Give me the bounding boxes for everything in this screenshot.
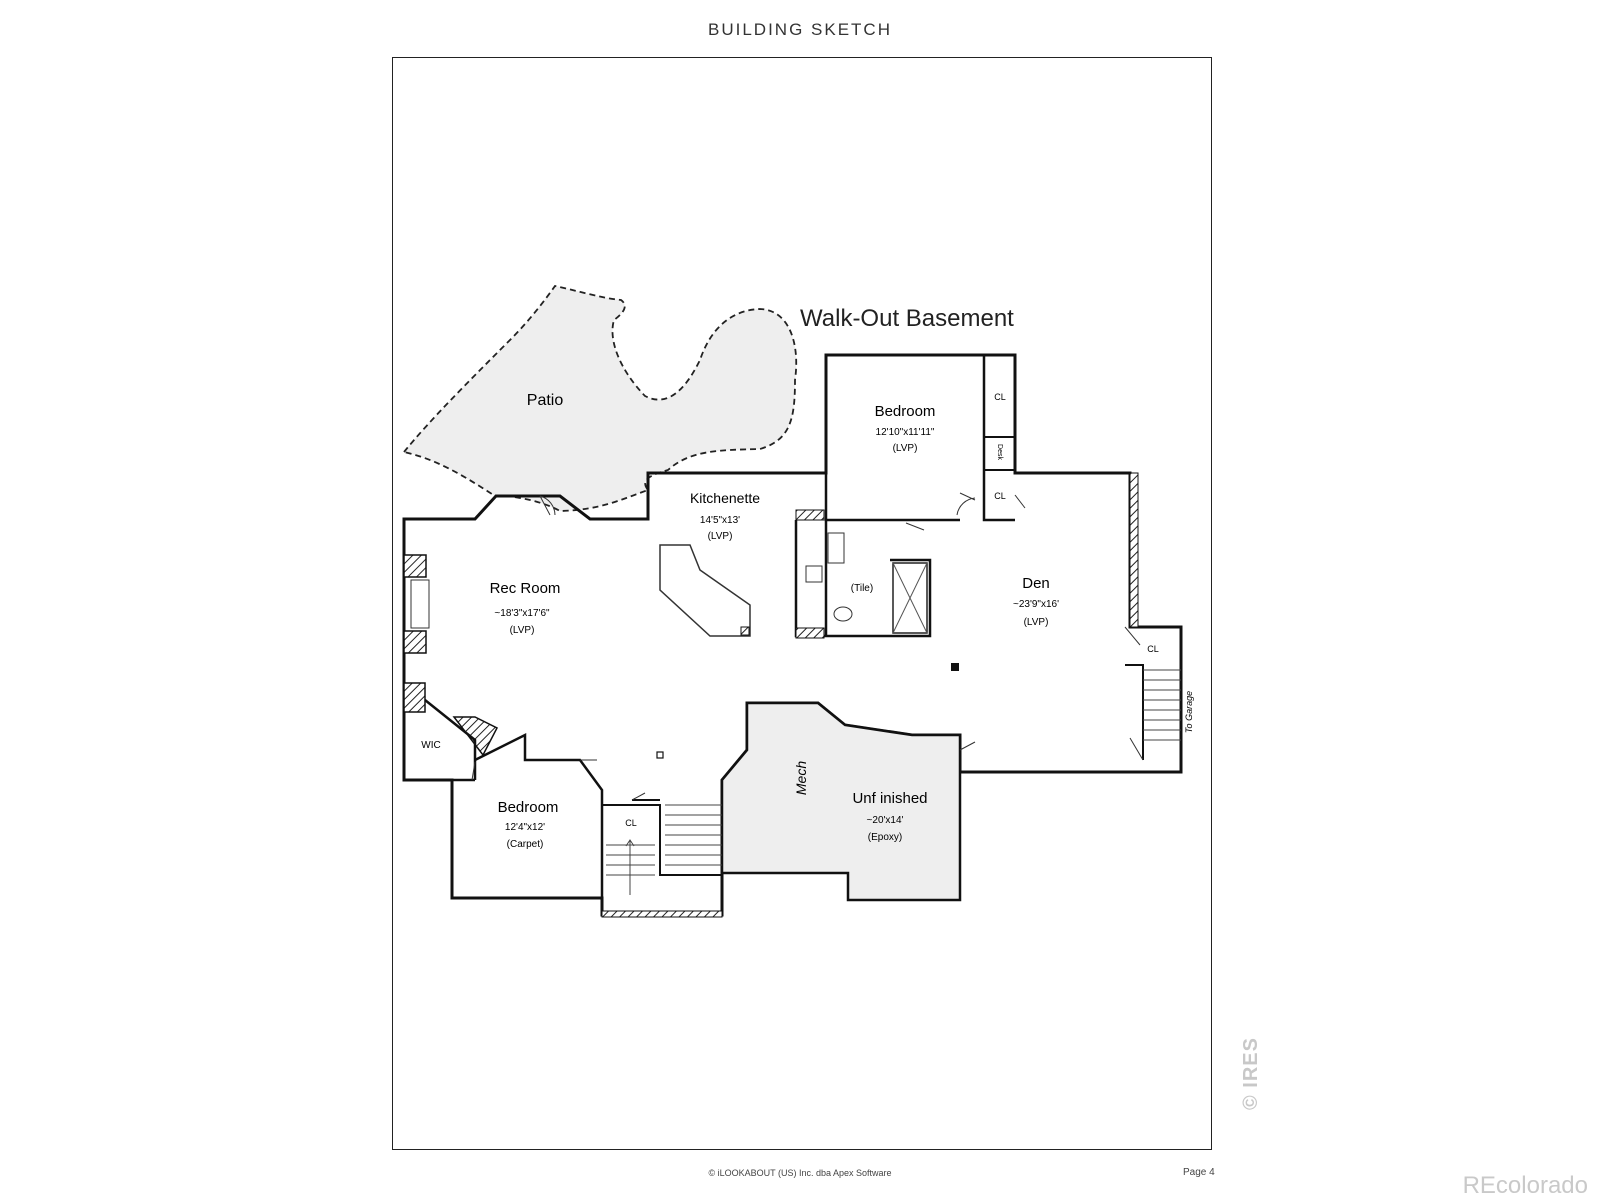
- footer-copyright: © iLOOKABOUT (US) Inc. dba Apex Software: [708, 1168, 892, 1178]
- bedroom-lower-size: 12'4"x12': [505, 822, 545, 833]
- den-floor: (LVP): [1024, 617, 1049, 628]
- cl-top-label: CL: [994, 392, 1006, 402]
- rec-room-label: Rec Room: [490, 580, 561, 597]
- bedroom-lower-label: Bedroom: [498, 799, 559, 816]
- kitchenette-floor: (LVP): [708, 531, 733, 542]
- mech-label: Mech: [793, 761, 809, 795]
- wic-walls: [424, 699, 477, 782]
- bedroom-lower-walls: [474, 732, 604, 898]
- unfinished-floor: (Epoxy): [868, 832, 902, 843]
- recolorado-watermark: REcolorado: [1462, 1172, 1588, 1199]
- bedroom-upper-size: 12'10"x11'11": [876, 427, 935, 438]
- desk-label: Desk: [996, 444, 1003, 460]
- ires-watermark: © IRES: [1240, 1037, 1262, 1110]
- den-label: Den: [1022, 575, 1050, 592]
- stair-lower-walls: [602, 799, 722, 876]
- den-size: ~23'9"x16': [1013, 599, 1059, 610]
- wic-label: WIC: [421, 740, 440, 751]
- rec-room-size: ~18'3"x17'6": [494, 608, 550, 619]
- to-garage-label: To Garage: [1184, 691, 1194, 733]
- bedroom-upper-floor: (LVP): [893, 443, 918, 454]
- kitchen-island: [659, 544, 751, 637]
- patio-label: Patio: [527, 392, 564, 409]
- footer-page-number: Page 4: [1183, 1167, 1215, 1178]
- kitchenette-label: Kitchenette: [690, 490, 760, 506]
- rec-room-floor: (LVP): [510, 625, 535, 636]
- cl-right-label: CL: [1147, 644, 1159, 654]
- cl-mid-label: CL: [994, 491, 1006, 501]
- column-post: [951, 663, 959, 671]
- plan-title: Walk-Out Basement: [800, 305, 1014, 332]
- bedroom-upper-label: Bedroom: [875, 403, 936, 420]
- unfinished-area: [720, 701, 962, 902]
- bath-walls: [794, 520, 932, 638]
- sketch-frame: [392, 57, 1212, 1150]
- patio-area: [402, 285, 798, 512]
- kitchenette-size: 14'5"x13': [700, 515, 740, 526]
- bedroom-lower-floor: (Carpet): [507, 839, 544, 850]
- page-title: BUILDING SKETCH: [708, 20, 892, 39]
- bath-floor-label: (Tile): [851, 583, 873, 594]
- unfinished-label: Unf inished: [852, 790, 927, 807]
- cl-stair-label: CL: [625, 818, 637, 828]
- unfinished-size: ~20'x14': [867, 815, 904, 826]
